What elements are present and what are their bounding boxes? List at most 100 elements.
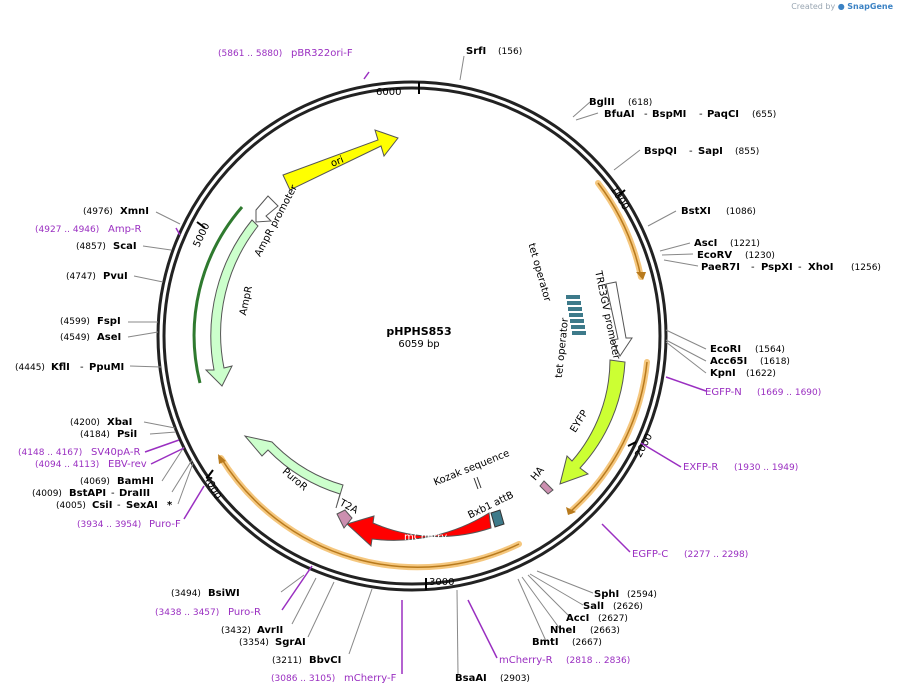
enzyme-bspqi-sep: -	[689, 146, 693, 157]
primer-puro-f[interactable]: Puro-F	[149, 519, 181, 530]
enzyme-fspi[interactable]: FspI	[97, 316, 121, 327]
enzyme-sgrai-pos: (3354)	[239, 638, 269, 648]
enzyme-asei[interactable]: AseI	[97, 332, 121, 343]
feature-eyfp: EYFP	[559, 359, 626, 485]
enzyme-paqci[interactable]: PaqCI	[707, 109, 739, 120]
enzyme-sphi-pos: (2594)	[627, 590, 657, 600]
enzyme-fspi-pos: (4599)	[60, 317, 90, 327]
credit-prefix: Created by	[791, 2, 836, 11]
primer-egfp-c[interactable]: EGFP-C	[632, 549, 668, 560]
enzyme-csii[interactable]: CsiI	[92, 500, 112, 511]
enzyme-bspqi[interactable]: BspQI	[644, 146, 677, 157]
enzyme-paer7i-sep2: -	[798, 262, 802, 273]
enzyme-kfli[interactable]: KflI	[51, 362, 70, 373]
orf-arcs	[218, 180, 650, 571]
enzyme-srfi[interactable]: SrfI	[466, 46, 486, 57]
enzyme-labels: SrfI (156) BglII (618) BfuAI - BspMI - P…	[15, 46, 881, 684]
primer-exfp-r-range: (1930 .. 1949)	[734, 463, 798, 473]
enzyme-bspqi-pos: (855)	[735, 147, 759, 157]
enzyme-sphi[interactable]: SphI	[594, 589, 619, 600]
primer-ampr[interactable]: Amp-R	[108, 224, 142, 235]
enzyme-bfuai-sep2: -	[699, 109, 703, 120]
scale-ticks	[196, 82, 637, 590]
enzyme-sali[interactable]: SalI	[583, 601, 604, 612]
enzyme-bsiwi-pos: (3494)	[171, 589, 201, 599]
tick-1000	[617, 189, 626, 197]
enzyme-acci[interactable]: AccI	[566, 613, 589, 624]
enzyme-ecori-pos: (1564)	[755, 345, 785, 355]
enzyme-avrii[interactable]: AvrII	[257, 625, 283, 636]
enzyme-bbvci[interactable]: BbvCI	[309, 655, 341, 666]
enzyme-sali-pos: (2626)	[613, 602, 643, 612]
primer-pbr322ori[interactable]: pBR322ori-F	[291, 48, 353, 59]
enzyme-draiii[interactable]: DraIII	[119, 488, 150, 499]
feature-ampr-promoter: AmpR promoter	[253, 183, 300, 259]
enzyme-ecorv[interactable]: EcoRV	[697, 250, 732, 261]
primer-mcherry-f[interactable]: mCherry-F	[344, 673, 397, 684]
primer-mcherry-r[interactable]: mCherry-R	[499, 655, 553, 666]
enzyme-bsaai[interactable]: BsaAI	[455, 673, 487, 684]
snapgene-logo-icon: ●	[837, 2, 845, 11]
feature-label-tet-operator-1: tet operator	[525, 242, 552, 304]
enzyme-bstxi[interactable]: BstXI	[681, 206, 711, 217]
enzyme-bspmi[interactable]: BspMI	[652, 109, 686, 120]
feature-label-ampr: AmpR	[238, 285, 255, 317]
enzyme-bstxi-pos: (1086)	[726, 207, 756, 217]
feature-kozak: Kozak sequence	[432, 448, 511, 490]
primer-ebv-rev-range: (4094 .. 4113)	[35, 460, 99, 470]
enzyme-scai[interactable]: ScaI	[113, 241, 137, 252]
enzyme-asci[interactable]: AscI	[694, 238, 717, 249]
primer-exfp-r[interactable]: EXFP-R	[683, 462, 718, 473]
credit-brand: SnapGene	[847, 2, 893, 11]
enzyme-sapi[interactable]: SapI	[698, 146, 723, 157]
enzyme-pvui[interactable]: PvuI	[103, 271, 128, 282]
enzyme-acc65i-pos: (1618)	[760, 357, 790, 367]
enzyme-xbai[interactable]: XbaI	[107, 417, 132, 428]
primer-puro-f-range: (3934 .. 3954)	[77, 520, 141, 530]
enzyme-sexai[interactable]: SexAI	[126, 500, 158, 511]
enzyme-kpni[interactable]: KpnI	[710, 368, 736, 379]
enzyme-ecori[interactable]: EcoRI	[710, 344, 741, 355]
primer-mcherry-r-range: (2818 .. 2836)	[566, 656, 630, 666]
feature-tre3gv-promoter: TRE3GV promoter	[592, 269, 633, 361]
snapgene-credit: Created by ● SnapGene	[791, 2, 893, 11]
enzyme-bbvci-pos: (3211)	[272, 656, 302, 666]
enzyme-bglii[interactable]: BglII	[589, 97, 615, 108]
enzyme-bsiwi[interactable]: BsiWI	[208, 588, 240, 599]
primer-sv40pa-r[interactable]: SV40pA-R	[91, 447, 140, 458]
enzyme-nhei[interactable]: NheI	[550, 625, 576, 636]
enzyme-pspxi[interactable]: PspXI	[761, 262, 793, 273]
primer-ampr-range: (4927 .. 4946)	[35, 225, 99, 235]
primer-puro-r[interactable]: Puro-R	[228, 607, 261, 618]
enzyme-scai-pos: (4857)	[76, 242, 106, 252]
enzyme-ppumi[interactable]: PpuMI	[89, 362, 124, 373]
enzyme-acc65i[interactable]: Acc65I	[710, 356, 747, 367]
primer-ebv-rev[interactable]: EBV-rev	[108, 459, 147, 470]
enzyme-bamhi[interactable]: BamHI	[117, 476, 154, 487]
enzyme-xmni[interactable]: XmnI	[120, 206, 149, 217]
primer-egfp-n[interactable]: EGFP-N	[705, 387, 742, 398]
enzyme-sgrai[interactable]: SgrAI	[275, 637, 306, 648]
enzyme-paer7i-pos: (1256)	[851, 263, 881, 273]
enzyme-xhoi[interactable]: XhoI	[808, 262, 833, 273]
enzyme-bmti-pos: (2667)	[572, 638, 602, 648]
primer-pbr322ori-range: (5861 .. 5880)	[218, 49, 282, 59]
enzyme-paer7i[interactable]: PaeR7I	[701, 262, 740, 273]
backbone	[156, 80, 668, 592]
enzyme-csii-pos: (4005)	[56, 501, 86, 511]
enzyme-bstapi[interactable]: BstAPI	[69, 488, 106, 499]
primer-labels: (5861 .. 5880) pBR322ori-F (4927 .. 4946…	[18, 48, 821, 684]
enzyme-xmni-pos: (4976)	[83, 207, 113, 217]
enzyme-bfuai[interactable]: BfuAI	[604, 109, 635, 120]
feature-label-eyfp: EYFP	[568, 408, 590, 434]
plasmid-name: pHPHS853	[386, 325, 451, 338]
enzyme-pvui-pos: (4747)	[66, 272, 96, 282]
feature-tet-operator: tet operator tet operator	[525, 242, 586, 379]
feature-ori: ori	[282, 129, 399, 191]
enzyme-bmti[interactable]: BmtI	[532, 637, 559, 648]
tick-4000	[206, 469, 214, 479]
feature-label-tet-operator-2: tet operator	[554, 317, 571, 379]
tick-label-4000: 4000	[201, 474, 223, 502]
enzyme-psii[interactable]: PsiI	[117, 429, 137, 440]
feature-label-kozak: Kozak sequence	[432, 448, 511, 488]
